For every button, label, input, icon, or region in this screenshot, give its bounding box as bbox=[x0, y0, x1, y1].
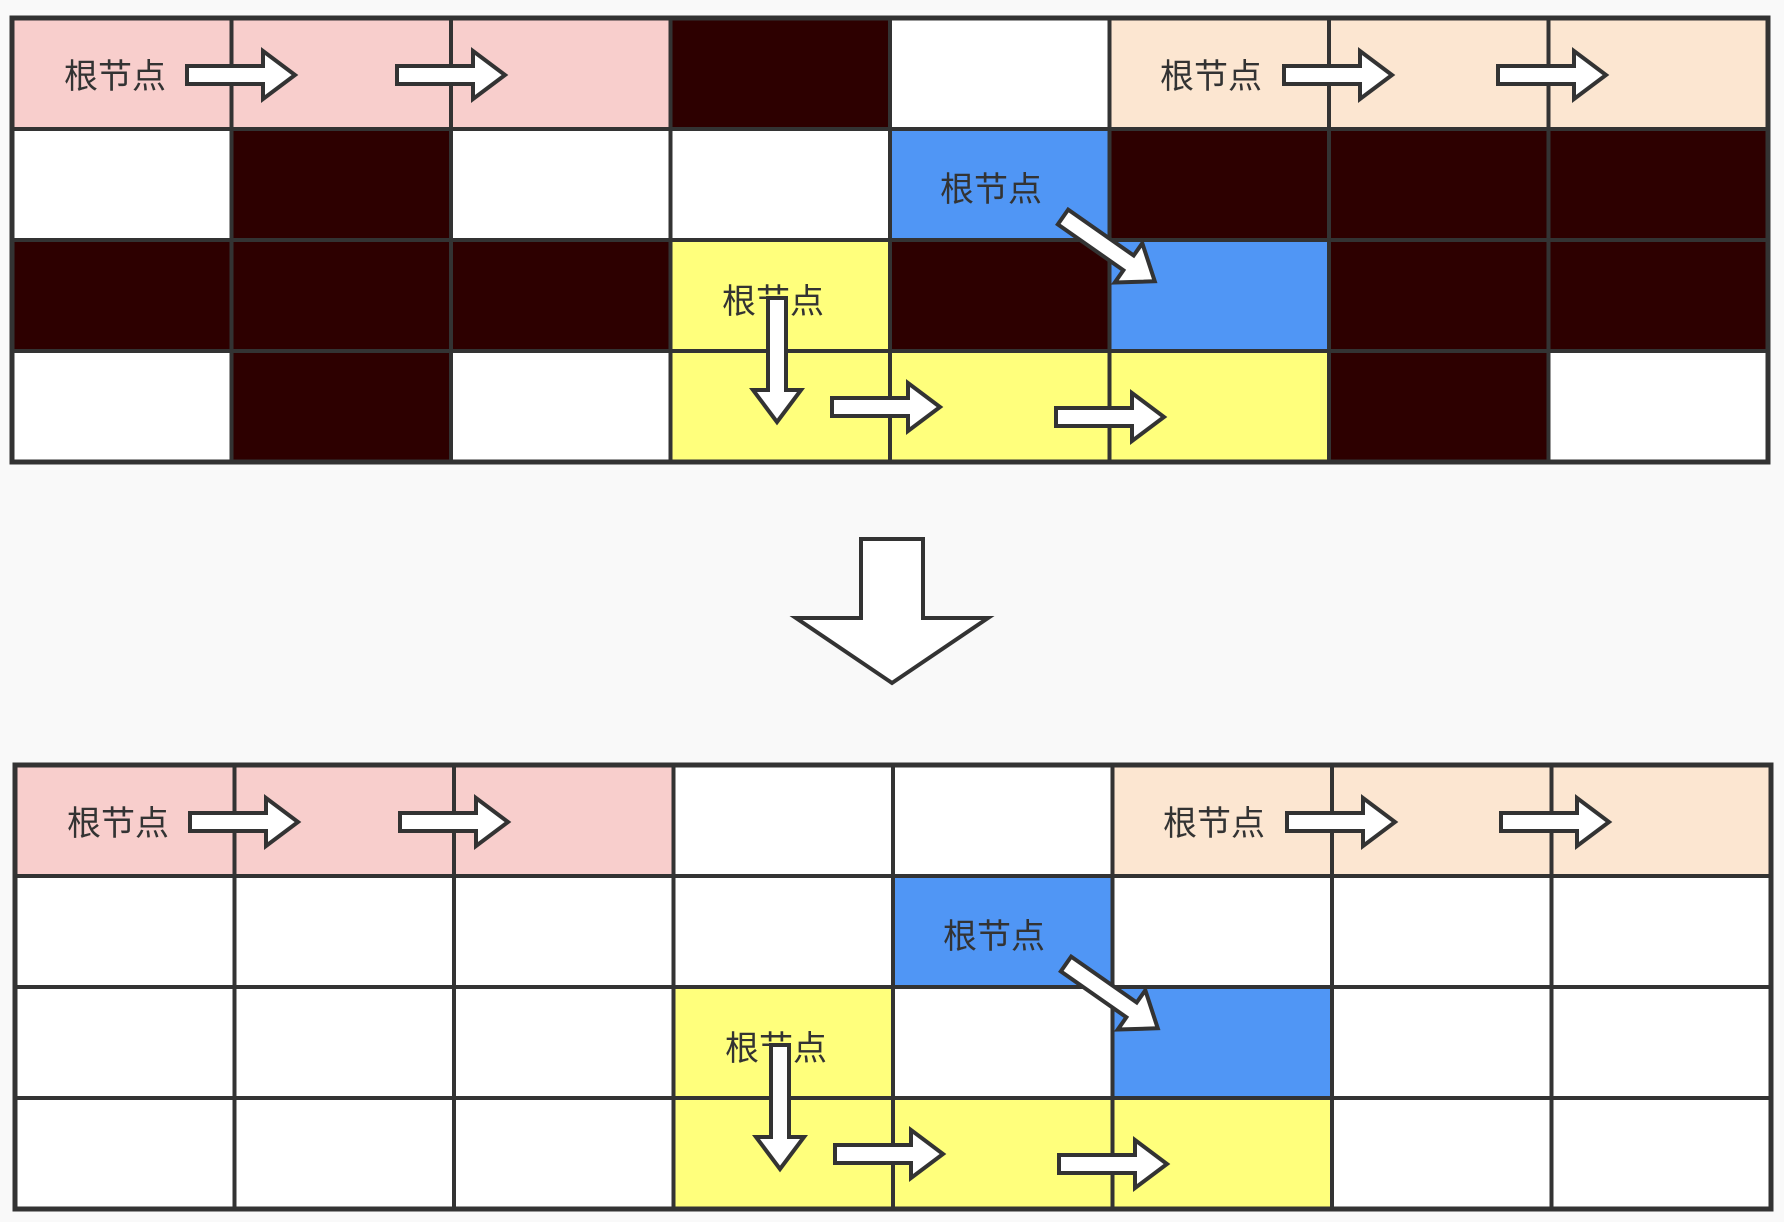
cell-before-r0-c3-obstacle bbox=[668, 16, 892, 131]
cell-after-r3-c0-empty bbox=[13, 1096, 237, 1211]
root-label-pink-before: 根节点 bbox=[64, 57, 166, 97]
arrow-blue-diagonal-after bbox=[1058, 953, 1161, 1032]
cell-before-r3-c2-empty bbox=[449, 349, 673, 464]
arrow-pink-2-before bbox=[395, 47, 509, 103]
cell-before-r1-c2-empty bbox=[449, 127, 673, 242]
root-label-peach-after: 根节点 bbox=[1163, 804, 1265, 844]
cell-after-r2-c1-empty bbox=[232, 985, 456, 1100]
cell-after-r1-c3-empty bbox=[671, 874, 895, 989]
cell-before-r1-c1-obstacle bbox=[229, 127, 453, 242]
cell-after-r3-c6-empty bbox=[1330, 1096, 1554, 1211]
cell-after-r1-c1-empty bbox=[232, 874, 456, 989]
cell-before-r3-c7-empty bbox=[1546, 349, 1770, 464]
arrow-peach-2-before bbox=[1496, 47, 1610, 103]
root-label-blue-after: 根节点 bbox=[943, 917, 1045, 957]
cell-before-r3-c1-obstacle bbox=[229, 349, 453, 464]
cell-after-r1-c2-empty bbox=[452, 874, 676, 989]
cell-after-r1-c6-empty bbox=[1330, 874, 1554, 989]
cell-before-r2-c4-obstacle bbox=[888, 238, 1112, 353]
cell-before-r2-c7-obstacle bbox=[1546, 238, 1770, 353]
cell-after-r1-c0-empty bbox=[13, 874, 237, 989]
cell-before-r1-c6-obstacle bbox=[1327, 127, 1551, 242]
cell-after-r1-c7-empty bbox=[1549, 874, 1773, 989]
arrow-pink-1-after bbox=[188, 794, 302, 850]
cell-after-r2-c7-empty bbox=[1549, 985, 1773, 1100]
arrow-blue-diagonal-before bbox=[1055, 206, 1158, 285]
cell-after-r3-c7-empty bbox=[1549, 1096, 1773, 1211]
arrow-yellow-down-before bbox=[749, 296, 805, 426]
arrow-peach-1-before bbox=[1282, 47, 1396, 103]
arrow-yellow-down-after bbox=[752, 1043, 808, 1173]
arrow-yellow-2-after bbox=[1057, 1136, 1171, 1192]
root-label-pink-after: 根节点 bbox=[67, 804, 169, 844]
cell-after-r0-c4-empty bbox=[891, 763, 1115, 878]
cell-before-r3-c6-obstacle bbox=[1327, 349, 1551, 464]
arrow-yellow-1-before bbox=[830, 379, 944, 435]
arrow-pink-1-before bbox=[185, 47, 299, 103]
arrow-yellow-1-after bbox=[833, 1126, 947, 1182]
cell-after-r1-c5-empty bbox=[1110, 874, 1334, 989]
cell-before-r0-c4-empty bbox=[888, 16, 1112, 131]
cell-before-r2-c1-obstacle bbox=[229, 238, 453, 353]
grid-border-after bbox=[12, 762, 1774, 1212]
cell-after-r2-c4-empty bbox=[891, 985, 1115, 1100]
cell-after-r0-c3-empty bbox=[671, 763, 895, 878]
cell-after-r3-c1-empty bbox=[232, 1096, 456, 1211]
root-label-blue-before: 根节点 bbox=[940, 170, 1042, 210]
arrow-peach-2-after bbox=[1499, 794, 1613, 850]
cell-before-r1-c3-empty bbox=[668, 127, 892, 242]
cell-before-r1-c5-obstacle bbox=[1107, 127, 1331, 242]
cell-after-r2-c0-empty bbox=[13, 985, 237, 1100]
cell-before-r3-c0-empty bbox=[10, 349, 234, 464]
cell-before-r2-c6-obstacle bbox=[1327, 238, 1551, 353]
root-label-peach-before: 根节点 bbox=[1160, 57, 1262, 97]
cell-after-r2-c6-empty bbox=[1330, 985, 1554, 1100]
cell-before-r2-c0-obstacle bbox=[10, 238, 234, 353]
cell-before-r1-c7-obstacle bbox=[1546, 127, 1770, 242]
arrow-peach-1-after bbox=[1285, 794, 1399, 850]
transition-down-arrow-icon bbox=[789, 537, 995, 686]
arrow-yellow-2-before bbox=[1054, 389, 1168, 445]
cell-before-r2-c2-obstacle bbox=[449, 238, 673, 353]
cell-after-r3-c2-empty bbox=[452, 1096, 676, 1211]
grid-border-before bbox=[9, 15, 1771, 465]
arrow-pink-2-after bbox=[398, 794, 512, 850]
cell-before-r1-c0-empty bbox=[10, 127, 234, 242]
cell-after-r2-c2-empty bbox=[452, 985, 676, 1100]
